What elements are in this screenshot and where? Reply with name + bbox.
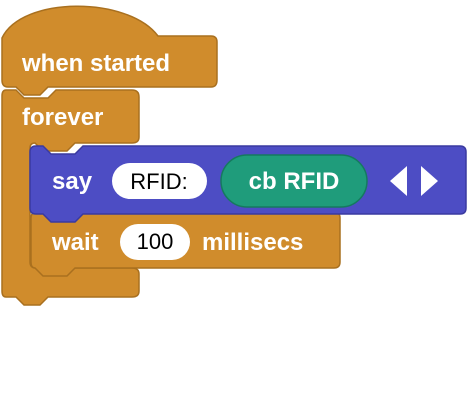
say-text-input-bg[interactable] (112, 163, 207, 199)
triangle-right-icon[interactable] (421, 166, 438, 196)
when-started-hat-block[interactable]: when started (1, 5, 218, 96)
forever-label: forever (22, 104, 103, 131)
say-label: say (52, 168, 93, 195)
wait-duration-input-bg[interactable] (120, 224, 190, 260)
triangle-left-icon[interactable] (390, 166, 407, 196)
hat-block-body[interactable] (1, 5, 218, 96)
say-text-input[interactable]: RFID: (130, 169, 187, 194)
wait-label: wait (51, 229, 99, 256)
millisecs-label: millisecs (202, 229, 303, 256)
cb-rfid-label: cb RFID (249, 168, 340, 195)
wait-duration-input[interactable]: 100 (137, 229, 174, 254)
cb-rfid-reporter-body[interactable] (220, 154, 368, 208)
say-block[interactable]: say RFID: cb RFID (29, 145, 467, 223)
when-started-label: when started (21, 50, 170, 77)
cb-rfid-reporter[interactable]: cb RFID (220, 154, 368, 208)
wait-block[interactable]: wait 100 millisecs (30, 211, 341, 277)
